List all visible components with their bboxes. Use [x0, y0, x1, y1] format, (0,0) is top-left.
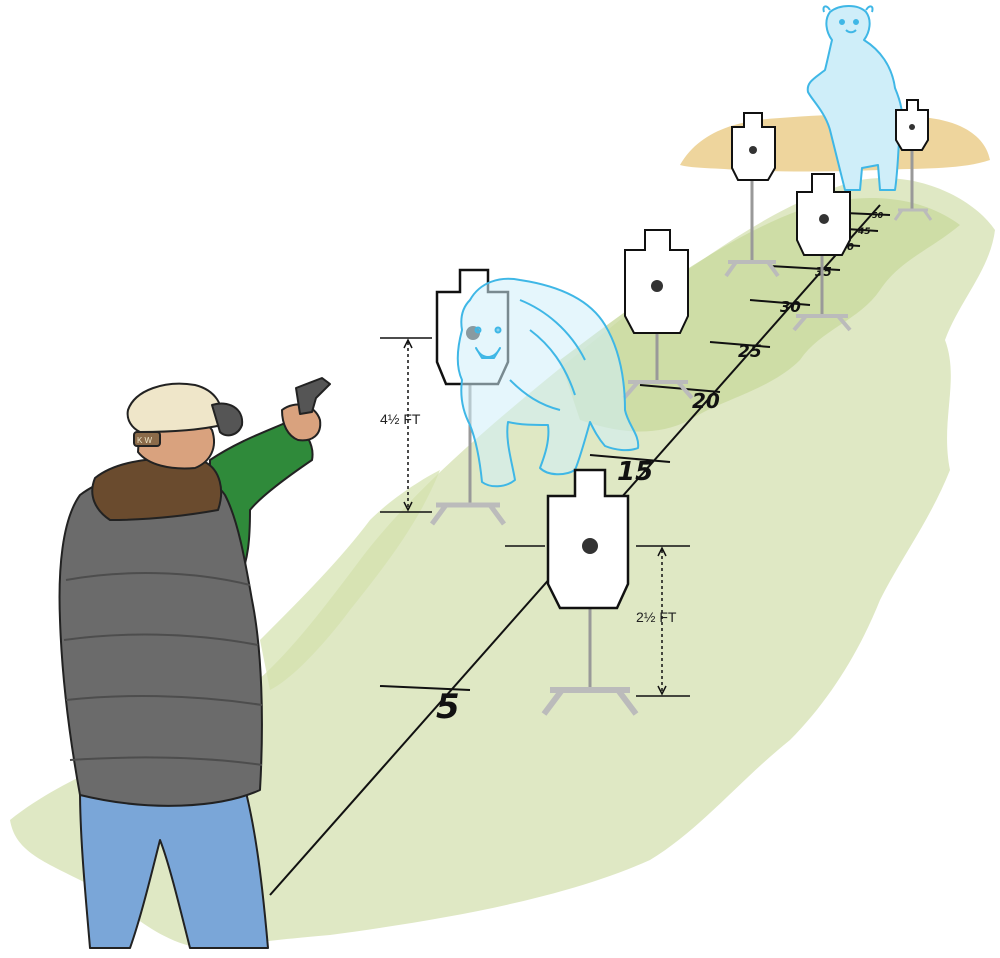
distance-label-25: 25 — [738, 342, 762, 362]
target-center-dot — [819, 214, 829, 224]
mark-20 — [639, 384, 721, 393]
distance-label-50: 50 — [872, 211, 884, 220]
height-callout-tall — [380, 337, 432, 513]
target-far-left — [724, 112, 780, 278]
height-callout-short — [505, 545, 690, 697]
cap-brim — [211, 402, 244, 437]
mark-5 — [379, 685, 471, 691]
cap-patch — [133, 431, 161, 447]
mark-30 — [749, 299, 811, 306]
cap-patch-text: K W — [137, 436, 153, 445]
mark-15 — [589, 454, 671, 463]
distance-label-15: 15 — [617, 457, 653, 487]
target-near — [541, 468, 639, 716]
distance-label-20: 20 — [692, 389, 720, 413]
height-label-tall: 4½ FT — [380, 411, 421, 427]
target-center-dot — [651, 280, 663, 292]
cap — [126, 382, 224, 433]
target-mid — [622, 229, 694, 400]
target-center-dot — [582, 538, 598, 554]
mark-35 — [769, 265, 841, 271]
bear-standing-far — [806, 5, 904, 191]
grass-shade-left — [260, 470, 440, 690]
vest-quilt-line — [63, 572, 263, 766]
mark-50 — [844, 212, 891, 216]
distance-label-5: 5 — [436, 687, 460, 727]
target-center-dot — [909, 124, 915, 130]
distance-label-30: 30 — [780, 298, 801, 316]
target-center-dot — [749, 146, 757, 154]
mark-25 — [709, 341, 771, 348]
target-mid-right — [792, 173, 852, 332]
grass-shade — [560, 198, 960, 432]
distance-label-45: 45 — [857, 227, 871, 237]
height-label-short: 2½ FT — [636, 609, 677, 625]
vest-collar — [91, 457, 223, 521]
handgun — [295, 377, 331, 415]
bear-charging — [456, 277, 640, 488]
target-far-right — [893, 99, 933, 221]
shooter: K W — [58, 377, 331, 949]
